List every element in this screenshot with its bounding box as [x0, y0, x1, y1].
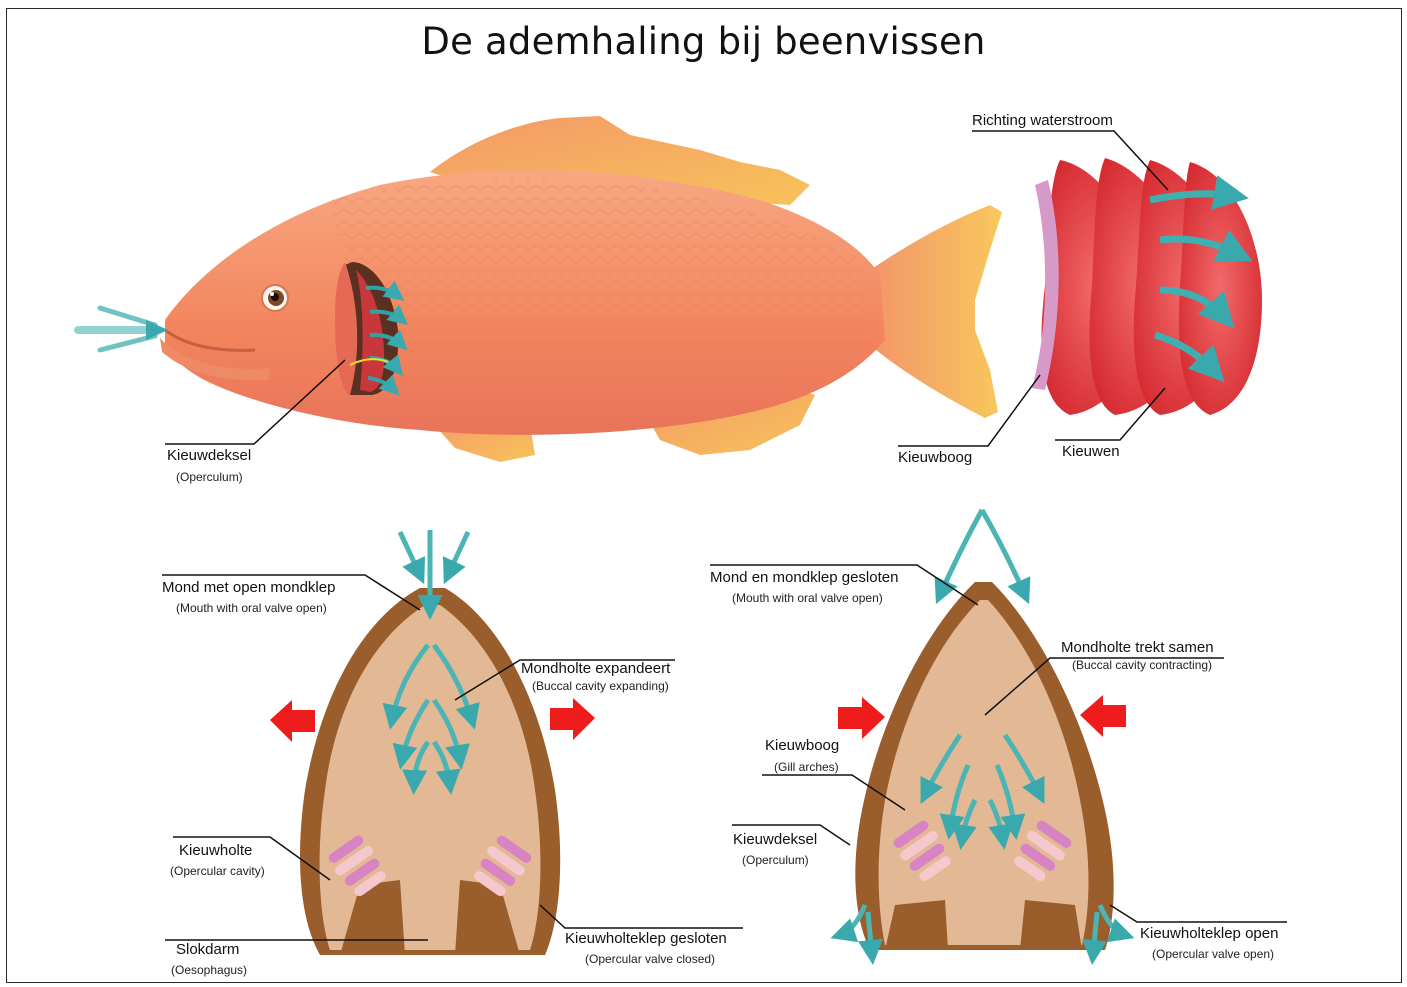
intake-water-arrows — [78, 308, 155, 350]
label-gills: Kieuwen — [1062, 443, 1120, 460]
label-left-opercular-cavity-sub: (Opercular cavity) — [170, 864, 265, 878]
label-right-buccal-sub: (Buccal cavity contracting) — [1072, 658, 1212, 672]
left-force-arrow-left — [270, 700, 315, 742]
right-force-arrow-left — [838, 697, 885, 739]
label-right-gill-arches: Kieuwboog — [765, 737, 839, 754]
gill-detail — [1032, 158, 1262, 415]
label-right-mouth-sub: (Mouth with oral valve open) — [732, 591, 883, 605]
label-right-gill-arches-sub: (Gill arches) — [774, 760, 839, 774]
label-left-buccal: Mondholte expandeert — [521, 660, 670, 677]
label-right-valve-sub: (Opercular valve open) — [1152, 947, 1274, 961]
label-gill-arch: Kieuwboog — [898, 449, 972, 466]
label-left-oesophagus: Slokdarm — [176, 941, 239, 958]
label-left-opercular-cavity: Kieuwholte — [179, 842, 252, 859]
label-right-operculum: Kieuwdeksel — [733, 831, 817, 848]
label-left-valve: Kieuwholteklep gesloten — [565, 930, 727, 947]
label-operculum-sub: (Operculum) — [176, 470, 243, 484]
label-left-valve-sub: (Opercular valve closed) — [585, 952, 715, 966]
label-right-operculum-sub: (Operculum) — [742, 853, 809, 867]
right-cavity-inner — [879, 600, 1089, 945]
tail-fin — [870, 205, 1002, 418]
label-operculum: Kieuwdeksel — [167, 447, 251, 464]
label-left-mouth: Mond met open mondklep — [162, 579, 335, 596]
label-water-flow: Richting waterstroom — [972, 112, 1113, 129]
right-force-arrow-right — [1080, 695, 1126, 737]
left-force-arrow-right — [550, 698, 595, 740]
label-right-buccal: Mondholte trekt samen — [1061, 639, 1214, 656]
label-right-mouth: Mond en mondklep gesloten — [710, 569, 898, 586]
label-left-mouth-sub: (Mouth with oral valve open) — [176, 601, 327, 615]
label-left-oesophagus-sub: (Oesophagus) — [171, 963, 247, 977]
label-right-valve: Kieuwholteklep open — [1140, 925, 1278, 942]
fish — [78, 116, 1002, 462]
label-left-buccal-sub: (Buccal cavity expanding) — [532, 679, 669, 693]
